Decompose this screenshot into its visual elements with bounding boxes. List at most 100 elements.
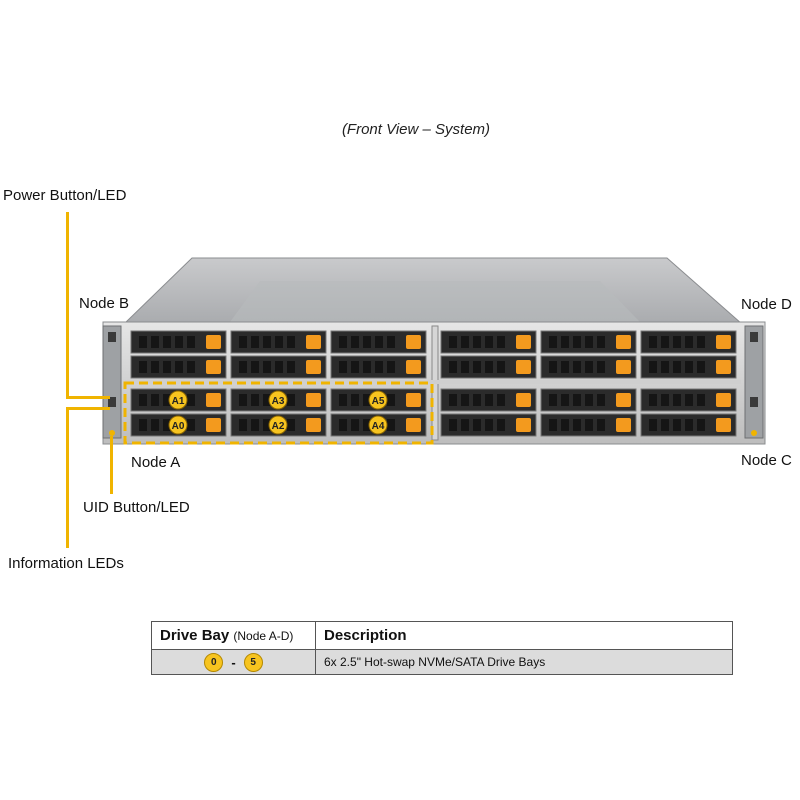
drive-vent [685, 419, 693, 431]
drive-vent [139, 419, 147, 431]
drive-vent [251, 361, 259, 373]
drive-vent [351, 361, 359, 373]
bay-number-badge [168, 390, 188, 410]
bay-number-badge [168, 415, 188, 435]
drive-latch [616, 335, 631, 349]
drive-vent [175, 361, 183, 373]
drive-vent [597, 336, 605, 348]
drive-vent [697, 336, 705, 348]
power-button-label: Power Button/LED [3, 187, 127, 204]
drive-vent [561, 394, 569, 406]
drive-vent [685, 336, 693, 348]
drive-vent [275, 361, 283, 373]
drive-vent [485, 361, 493, 373]
left-ear [102, 325, 122, 439]
drive-vent [685, 361, 693, 373]
drive-vent [461, 419, 469, 431]
drive-vent [661, 336, 669, 348]
drive-vent [139, 361, 147, 373]
uid-callout-line [110, 436, 113, 494]
drive-vent [139, 336, 147, 348]
table-cell-bay: 0-5 [151, 649, 316, 675]
drive-vent [649, 336, 657, 348]
drive-latch [516, 393, 531, 407]
power-callout-h [66, 396, 110, 399]
power-callout-line [66, 212, 69, 397]
node-b-label: Node B [79, 295, 130, 312]
drive-vent [151, 361, 159, 373]
info-callout-line [66, 408, 69, 548]
drive-vent [351, 336, 359, 348]
node-a-label: Node A [131, 454, 181, 471]
drive-vent [473, 419, 481, 431]
drive-vent [387, 336, 395, 348]
drive-vent [263, 419, 271, 431]
drive-vent [263, 336, 271, 348]
drive-vent [649, 394, 657, 406]
drive-vent [473, 336, 481, 348]
drive-vent [375, 336, 383, 348]
drive-vent [263, 361, 271, 373]
drive-vent [375, 361, 383, 373]
bay-number-label: A0 [172, 421, 185, 432]
drive-vent [339, 419, 347, 431]
drive-vent [287, 394, 295, 406]
drive-vent [497, 336, 505, 348]
drive-vent [573, 419, 581, 431]
drive-vent [485, 394, 493, 406]
drive-vent [239, 394, 247, 406]
bay-badge-start: 0 [204, 652, 224, 672]
figure-caption: (Front View – System) [341, 121, 491, 138]
drive-vent [387, 361, 395, 373]
drive-vent [649, 361, 657, 373]
drive-vent [697, 419, 705, 431]
drive-vent [461, 361, 469, 373]
information-leds-label: Information LEDs [8, 555, 124, 572]
table-header-row: Drive Bay (Node A-D) Description [151, 621, 733, 650]
drive-vent [363, 336, 371, 348]
drive-vent [151, 419, 159, 431]
drive-vent [339, 394, 347, 406]
drive-vent [339, 336, 347, 348]
drive-vent [585, 336, 593, 348]
drive-bay-table: Drive Bay (Node A-D) Description 0-5 6x … [151, 621, 733, 675]
drive-latch [306, 335, 321, 349]
drive-vent [287, 361, 295, 373]
drive-vent [461, 336, 469, 348]
bay-number-label: A4 [372, 421, 385, 432]
drive-vent [573, 336, 581, 348]
drive-vent [387, 394, 395, 406]
drive-vent [175, 336, 183, 348]
lid-panel [230, 281, 640, 322]
drive-vent [163, 361, 171, 373]
uid-button-label: UID Button/LED [83, 499, 190, 516]
drive-vent [287, 336, 295, 348]
drive-vent [275, 336, 283, 348]
bay-number-badge [368, 415, 388, 435]
drive-vent [585, 361, 593, 373]
info-callout-h [66, 407, 110, 410]
drive-latch [716, 335, 731, 349]
drive-vent [673, 419, 681, 431]
drive-vent [673, 336, 681, 348]
right-ear [744, 325, 764, 439]
drive-vent [697, 394, 705, 406]
drive-latch [406, 360, 421, 374]
drive-vent [497, 361, 505, 373]
drive-vent [685, 394, 693, 406]
drive-vent [497, 419, 505, 431]
drive-vent [561, 336, 569, 348]
table-row: 0-5 6x 2.5" Hot-swap NVMe/SATA Drive Bay… [151, 649, 733, 675]
drive-latch [206, 360, 221, 374]
drive-latch [716, 360, 731, 374]
drive-latch [406, 393, 421, 407]
drive-vent [163, 394, 171, 406]
drive-vent [151, 394, 159, 406]
drive-vent [449, 336, 457, 348]
drive-vent [673, 361, 681, 373]
bay-badge-end: 5 [243, 652, 263, 672]
drive-latch [616, 418, 631, 432]
drive-latch [206, 393, 221, 407]
drive-vent [497, 394, 505, 406]
bay-range-dash: - [231, 654, 236, 670]
